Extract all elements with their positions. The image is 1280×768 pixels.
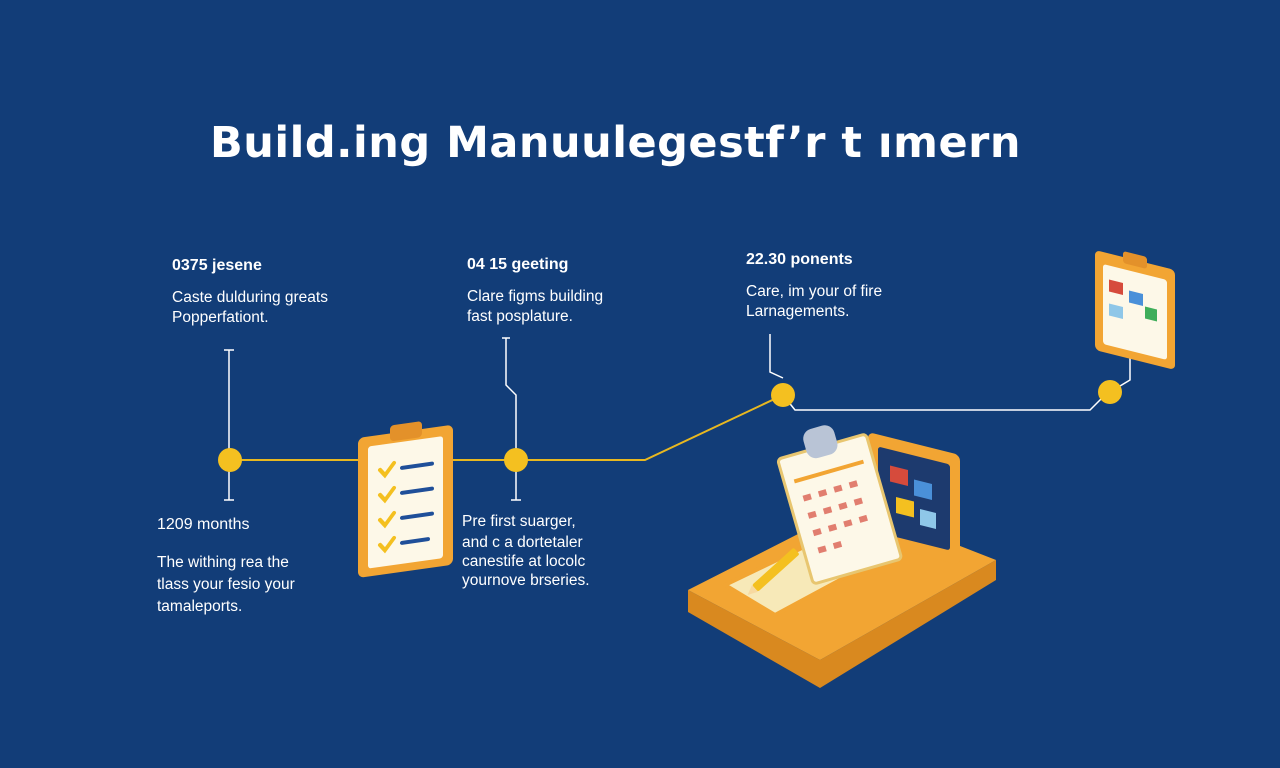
milestone-text-line: and c a dortetaler [462, 534, 583, 551]
milestone-top-1: 0375 jesene Caste dulduring greats Poppe… [172, 257, 328, 328]
milestone-text-line: tlass your fesio your [157, 576, 295, 593]
connector-line-upper [782, 391, 1109, 411]
clipboard-checklist-icon [358, 421, 453, 578]
milestone-bottom-1: 1209 months The withing rea the tlass yo… [157, 516, 295, 618]
milestone-top-3: 22.30 ponents Care, im your of fire Larn… [746, 251, 882, 322]
image-clipboard-icon [1095, 251, 1175, 369]
pencil-icon [747, 548, 799, 596]
checklist-items [378, 460, 434, 554]
clipboard-paper [368, 436, 443, 569]
milestone-text-line: Caste dulduring greats [172, 289, 328, 306]
milestone-text-line: Popperfationt. [172, 309, 269, 326]
calendar-grid [802, 480, 868, 554]
milestone-text-line: Care, im your of fire [746, 283, 883, 300]
pencil-body [752, 548, 799, 591]
milestone-top-2: 04 15 geeting Clare figms building fast … [467, 256, 603, 327]
timeline-node-1 [218, 448, 242, 472]
pencil-tip [747, 585, 759, 596]
milestone-text-line: The withing rea the [157, 554, 289, 571]
milestone-heading: 1209 months [157, 516, 250, 533]
timeline-node-2 [504, 448, 528, 472]
milestone-heading: 0375 jesene [172, 257, 262, 274]
connector-node-1 [224, 349, 234, 501]
milestone-heading: 22.30 ponents [746, 251, 853, 268]
page-title: Build.ing Manuulegestf’r t ımern [210, 118, 1021, 168]
milestone-heading: 04 15 geeting [467, 256, 569, 273]
milestone-text-line: Pre first suarger, [462, 513, 576, 530]
desk-scene [688, 425, 996, 688]
milestone-text-line: Larnagements. [746, 303, 850, 320]
milestone-text-line: yournove brseries. [462, 572, 590, 589]
image-clipboard-clip [1123, 251, 1147, 269]
calendar-header-line [793, 459, 865, 484]
timeline-path [230, 394, 784, 461]
calendar-clip [803, 425, 838, 459]
timeline-node-4 [1098, 380, 1122, 404]
desk-platform-side [688, 560, 996, 688]
connector-node-2 [502, 337, 521, 501]
timeline-node-3 [771, 383, 795, 407]
calendar-clipboard-icon [776, 425, 903, 585]
milestone-text-line: canestife at locolc [462, 553, 586, 570]
clipboard-clip [390, 421, 422, 441]
milestone-bottom-2: Pre first suarger, and c a dortetaler ca… [462, 511, 590, 590]
milestone-text-line: Clare figms building [467, 288, 604, 305]
connector-node-3 [769, 334, 784, 379]
milestone-text-line: fast posplature. [467, 308, 573, 325]
milestone-text-line: tamaleports. [157, 598, 243, 615]
timeline-nodes [218, 380, 1122, 472]
